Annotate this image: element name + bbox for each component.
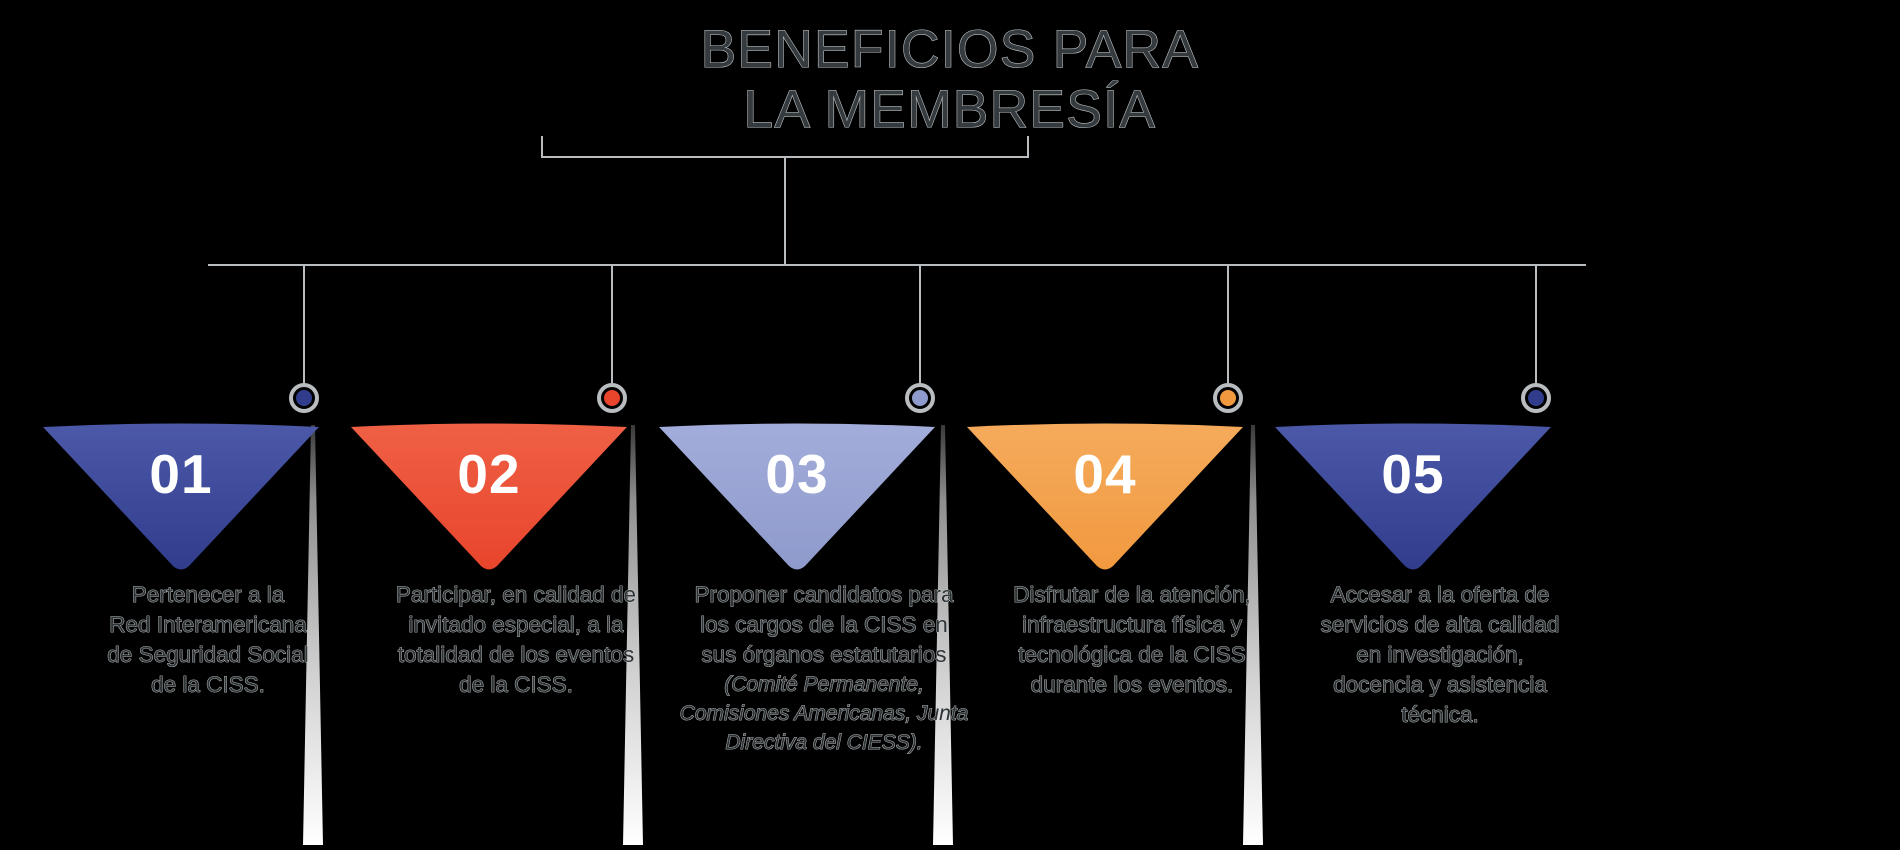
benefit-marker-03[interactable]: 03 bbox=[653, 423, 941, 571]
separator-shape bbox=[623, 425, 643, 845]
caption-line: técnica. bbox=[1401, 702, 1479, 728]
benefit-caption-03: Proponer candidatos para los cargos de la… bbox=[674, 580, 974, 757]
title-bracket-left bbox=[541, 136, 543, 158]
benefit-number-03: 03 bbox=[765, 443, 829, 505]
caption-line: totalidad de los eventos bbox=[397, 642, 635, 668]
caption-line: Accesar a la oferta de bbox=[1330, 582, 1550, 608]
connector-bus bbox=[208, 264, 1586, 266]
triangle-shape-03 bbox=[659, 423, 935, 570]
caption-line: sus órganos estatutarios bbox=[701, 642, 947, 668]
node-dot-fill bbox=[604, 390, 620, 406]
caption-line: en investigación, bbox=[1356, 642, 1524, 668]
separator-4-5 bbox=[1240, 425, 1266, 845]
caption-line: Participar, en calidad de bbox=[395, 582, 637, 608]
caption-line: Disfrutar de la atención, bbox=[1013, 582, 1251, 608]
title-bracket-right bbox=[1027, 136, 1029, 158]
node-dot-05[interactable] bbox=[1521, 383, 1551, 413]
caption-line: de la CISS. bbox=[459, 672, 574, 698]
benefit-number-04: 04 bbox=[1073, 443, 1137, 505]
node-dot-02[interactable] bbox=[597, 383, 627, 413]
caption-line: durante los eventos. bbox=[1030, 672, 1234, 698]
title-line-2: LA MEMBRESÍA bbox=[743, 79, 1157, 139]
triangle-shape-01 bbox=[43, 423, 319, 570]
node-dot-04[interactable] bbox=[1213, 383, 1243, 413]
title-stem bbox=[784, 157, 786, 265]
node-dot-01[interactable] bbox=[289, 383, 319, 413]
benefit-caption-05: Accesar a la oferta de servicios de alta … bbox=[1290, 580, 1590, 730]
caption-line: los cargos de la CISS en bbox=[700, 612, 948, 638]
benefit-marker-04[interactable]: 04 bbox=[961, 423, 1249, 571]
benefit-note-03: (Comité Permanente, Comisiones Americana… bbox=[679, 673, 969, 755]
benefit-marker-02[interactable]: 02 bbox=[345, 423, 633, 571]
caption-line: servicios de alta calidad bbox=[1320, 612, 1560, 638]
node-dot-fill bbox=[912, 390, 928, 406]
caption-line: Proponer candidatos para bbox=[694, 582, 954, 608]
caption-line: docencia y asistencia bbox=[1333, 672, 1548, 698]
benefit-marker-01[interactable]: 01 bbox=[37, 423, 325, 571]
separator-shape bbox=[1243, 425, 1263, 845]
node-dot-fill bbox=[1220, 390, 1236, 406]
node-dot-fill bbox=[1528, 390, 1544, 406]
benefit-marker-05[interactable]: 05 bbox=[1269, 423, 1557, 571]
connector-drop-01 bbox=[303, 265, 305, 383]
separator-3-4 bbox=[930, 425, 956, 845]
triangle-shape-05 bbox=[1275, 423, 1551, 570]
caption-line: Red Interamericana bbox=[109, 612, 307, 638]
separator-shape bbox=[933, 425, 953, 845]
caption-line: invitado especial, a la bbox=[408, 612, 624, 638]
triangle-shape-02 bbox=[351, 423, 627, 570]
caption-line: de la CISS. bbox=[151, 672, 266, 698]
connector-drop-05 bbox=[1535, 265, 1537, 383]
benefit-caption-01: Pertenecer a la Red Interamericana de Segu… bbox=[58, 580, 358, 700]
separator-shape bbox=[303, 425, 323, 845]
benefit-caption-02: Participar, en calidad de invitado especi… bbox=[366, 580, 666, 700]
node-dot-fill bbox=[296, 390, 312, 406]
benefit-number-02: 02 bbox=[457, 443, 521, 505]
title-line-1: BENEFICIOS PARA bbox=[700, 19, 1200, 79]
caption-line: Pertenecer a la bbox=[131, 582, 285, 608]
benefit-caption-04: Disfrutar de la atención, infraestructura… bbox=[982, 580, 1282, 700]
separator-1-2 bbox=[300, 425, 326, 845]
caption-line: de Seguridad Social bbox=[107, 642, 309, 668]
connector-drop-04 bbox=[1227, 265, 1229, 383]
benefit-number-01: 01 bbox=[149, 443, 213, 505]
triangle-shape-04 bbox=[967, 423, 1243, 570]
page-title: BENEFICIOS PARA LA MEMBRESÍA bbox=[570, 19, 1330, 140]
caption-line: tecnológica de la CISS bbox=[1018, 642, 1246, 668]
connector-drop-03 bbox=[919, 265, 921, 383]
connector-drop-02 bbox=[611, 265, 613, 383]
separator-2-3 bbox=[620, 425, 646, 845]
node-dot-03[interactable] bbox=[905, 383, 935, 413]
benefit-number-05: 05 bbox=[1381, 443, 1445, 505]
caption-line: infraestructura física y bbox=[1021, 612, 1243, 638]
